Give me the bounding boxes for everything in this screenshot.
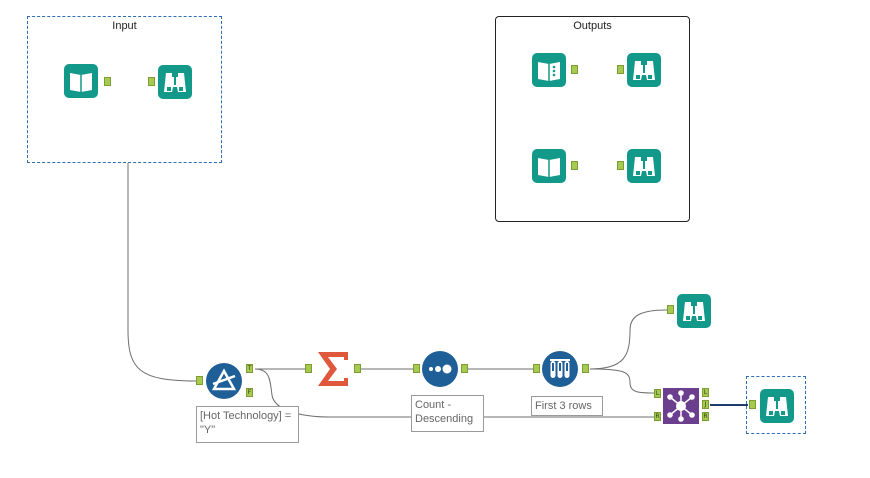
sort-annotation: Count - Descending [411, 395, 484, 432]
filter-input-anchor[interactable] [196, 376, 203, 385]
filter-false-anchor[interactable]: F [246, 388, 253, 397]
browse-binoculars-icon [627, 53, 661, 87]
output-data-2-output-anchor[interactable] [571, 161, 578, 170]
join-tool[interactable] [662, 387, 700, 425]
output-data-1-output-anchor[interactable] [571, 65, 578, 74]
sort-dots-icon [422, 351, 458, 387]
join-left-output-anchor[interactable]: L [702, 388, 709, 397]
browse-binoculars-icon [158, 65, 192, 99]
output-data-1-tool[interactable] [530, 51, 568, 89]
input-book-icon [532, 149, 566, 183]
join-right-input-anchor[interactable]: R [654, 412, 661, 421]
input-data-tool[interactable] [62, 62, 100, 100]
browse-output-2-input-anchor[interactable] [617, 161, 624, 170]
selected-tool-highlight [746, 376, 806, 434]
filter-triangle-icon [206, 363, 242, 399]
join-right-output-anchor[interactable]: R [702, 412, 709, 421]
browse-output-1-tool[interactable] [625, 51, 663, 89]
sample-input-anchor[interactable] [533, 364, 540, 373]
browse-binoculars-icon [677, 294, 711, 328]
filter-tool[interactable] [205, 362, 243, 400]
filter-annotation: [Hot Technology] = "Y" [196, 406, 299, 443]
sort-output-anchor[interactable] [461, 364, 468, 373]
browse-input-tool[interactable] [156, 63, 194, 101]
sort-tool[interactable] [421, 350, 459, 388]
connection-sample-to-join-left[interactable] [589, 368, 655, 394]
browse-output-2-tool[interactable] [625, 147, 663, 185]
browse-sample-input-anchor[interactable] [667, 305, 674, 314]
sort-input-anchor[interactable] [413, 364, 420, 373]
sample-tubes-icon [542, 351, 578, 387]
connection-filter-false-to-join-right[interactable] [254, 368, 654, 418]
summarize-output-anchor[interactable] [354, 364, 361, 373]
output-book-icon [532, 53, 566, 87]
browse-join-input-anchor[interactable] [749, 400, 756, 409]
input-container-title: Input [112, 20, 137, 32]
connection-sample-to-browse[interactable] [589, 309, 668, 370]
outputs-container[interactable]: Outputs [495, 16, 690, 222]
browse-binoculars-icon [760, 389, 794, 423]
join-left-input-anchor[interactable]: L [654, 389, 661, 398]
summarize-sigma-icon [318, 352, 348, 386]
browse-binoculars-icon [627, 149, 661, 183]
browse-sample-tool[interactable] [675, 292, 713, 330]
summarize-input-anchor[interactable] [305, 364, 312, 373]
outputs-container-title: Outputs [573, 20, 612, 32]
browse-output-1-input-anchor[interactable] [617, 65, 624, 74]
join-network-icon [663, 388, 699, 424]
summarize-tool[interactable] [313, 350, 351, 388]
sample-output-anchor[interactable] [582, 364, 589, 373]
browse-input-input-anchor[interactable] [148, 77, 155, 86]
output-data-2-tool[interactable] [530, 147, 568, 185]
input-book-icon [64, 64, 98, 98]
browse-join-tool[interactable] [758, 387, 796, 425]
input-data-output-anchor[interactable] [104, 77, 111, 86]
sample-tool[interactable] [541, 350, 579, 388]
join-join-output-anchor[interactable]: J [702, 400, 709, 409]
filter-true-anchor[interactable]: T [246, 364, 253, 373]
sample-annotation: First 3 rows [531, 396, 603, 416]
